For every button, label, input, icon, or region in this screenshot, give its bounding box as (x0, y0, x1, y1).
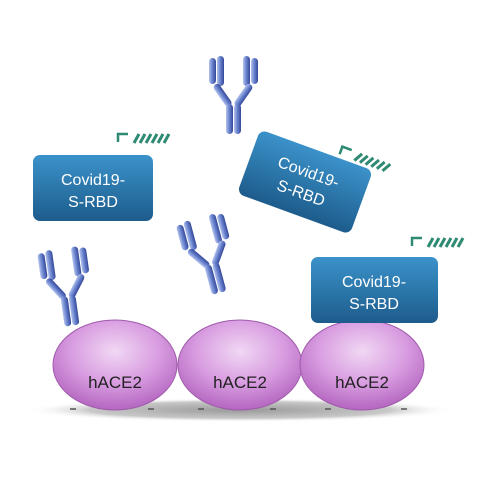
rbd-box-1: Covid19- S-RBD (33, 132, 171, 221)
rbd-box-1-line2: S-RBD (68, 194, 118, 211)
rbd-box-3-line2: S-RBD (349, 296, 399, 313)
receptor-2: hACE2 (177, 319, 303, 411)
rbd-box-1-line1: Covid19- (61, 172, 125, 189)
rbd-box-3: Covid19- S-RBD (311, 236, 465, 323)
rbd-box-2: Covid19- S-RBD (238, 131, 392, 233)
receptor-1-label: hACE2 (88, 373, 142, 392)
antibody-top (209, 56, 258, 134)
receptor-1: hACE2 (52, 319, 178, 411)
receptor-3: hACE2 (299, 319, 425, 411)
rbd-box-3-line1: Covid19- (342, 274, 406, 291)
antibody-left (36, 245, 97, 330)
receptor-3-label: hACE2 (335, 373, 389, 392)
receptor-2-label: hACE2 (213, 373, 267, 392)
antibody-middle (175, 211, 243, 300)
